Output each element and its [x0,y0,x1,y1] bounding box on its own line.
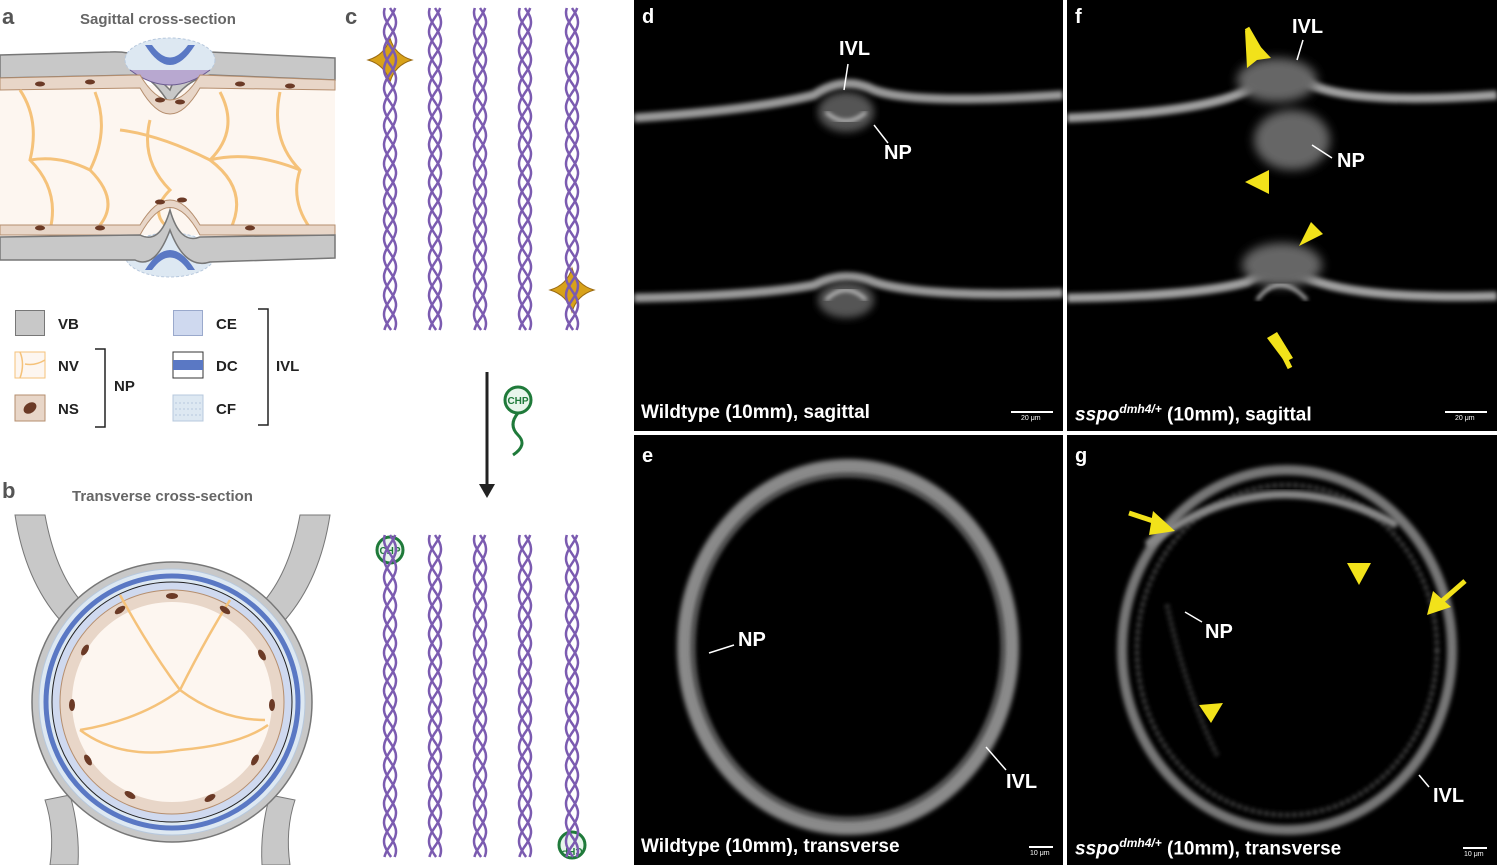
panel-d-scale-bar [1011,411,1053,413]
panel-c-label: c [345,4,358,29]
legend-nv-swatch [14,351,46,379]
legend-ce-swatch [173,310,203,336]
legend-vb-label: VB [58,316,79,333]
collagen-helix-bottom-1 [427,534,443,858]
collagen-helix-top-1 [427,7,443,331]
panel-f-scale-bar [1445,411,1487,413]
panel-f-micrograph: f IVL NP sspodmh4/+ (10mm), sagittal 20 … [1067,0,1497,431]
ivl-bracket [258,308,269,426]
panel-f-caption-rest: (10mm), sagittal [1161,404,1312,426]
panel-d-caption: Wildtype (10mm), sagittal [641,402,870,423]
legend-ce-label: CE [216,316,237,333]
legend-ivl-group: IVL [276,358,300,375]
panel-f-caption: sspodmh4/+ (10mm), sagittal [1075,402,1312,426]
panel-g-gene: sspo [1075,838,1120,860]
panel-b-label: b [2,478,16,503]
panel-d-np: NP [884,142,912,164]
panel-e-ivl: IVL [1006,771,1038,793]
chp-bound-label-bottom: CHP [561,845,582,856]
panel-g-scale-bar [1463,847,1487,849]
collagen-helix-top-2 [472,7,488,331]
panel-f-scale-text: 20 μm [1455,415,1475,422]
panel-e-scale-text: 10 μm [1030,850,1050,857]
panel-g-np: NP [1205,621,1233,643]
panel-e-micrograph: e NP IVL Wildtype (10mm), transverse 10 … [634,435,1063,865]
panel-g-caption: sspodmh4/+ (10mm), transverse [1075,836,1341,860]
panel-a-label: a [2,4,15,29]
panel-f-np: NP [1337,150,1365,172]
collagen-helix-top-0 [382,7,398,331]
panel-f-label: f [1075,6,1082,28]
legend-cf-label: CF [216,401,236,418]
panel-b-title: Transverse cross-section [72,488,253,505]
panel-f-allele: dmh4/+ [1119,402,1162,416]
panel-g-caption-rest: (10mm), transverse [1161,838,1342,860]
collagen-diagram: CHP CHP CHP [366,7,596,860]
collagen-helix-bottom-3 [517,534,533,858]
np-bracket [95,348,106,428]
legend-dc-swatch [172,351,204,379]
panel-d-scale-text: 20 μm [1021,415,1041,422]
collagen-helix-bottom-4 [564,534,580,858]
panel-e-np: NP [738,629,766,651]
chp-bound-label-top: CHP [379,546,400,557]
collagen-helix-top-3 [517,7,533,331]
panel-f-ivl: IVL [1292,16,1324,38]
legend-dc-label: DC [216,358,238,375]
collagen-helix-top-4 [564,7,580,331]
panel-d-micrograph: d IVL NP Wildtype (10mm), sagittal 20 μm [634,0,1063,431]
panel-a-title: Sagittal cross-section [80,11,236,28]
legend-nv-label: NV [58,358,79,375]
collagen-helix-bottom-2 [472,534,488,858]
transverse-diagram [14,514,331,865]
panel-d-label: d [642,6,655,28]
panel-e-scale-bar [1029,846,1053,848]
panel-e-label: e [642,445,654,467]
panel-d-ivl: IVL [839,38,871,60]
legend-vb-swatch [15,310,45,336]
collagen-helix-bottom-0 [382,534,398,858]
panel-g-allele: dmh4/+ [1119,836,1162,850]
panel-g-scale-text: 10 μm [1464,851,1484,858]
legend-ns-swatch [14,394,46,422]
panel-f-gene: sspo [1075,404,1120,426]
sagittal-diagram [0,37,336,278]
panel-g-ivl: IVL [1433,785,1465,807]
legend-np-group: NP [114,378,135,395]
panel-g-micrograph: g NP IVL sspodmh4/+ (10mm), transverse 1… [1067,435,1497,865]
panel-g-label: g [1075,445,1088,467]
panel-e-caption: Wildtype (10mm), transverse [641,836,900,857]
chp-free-label: CHP [507,396,528,407]
legend-cf-swatch [172,394,204,422]
legend-ns-label: NS [58,401,79,418]
